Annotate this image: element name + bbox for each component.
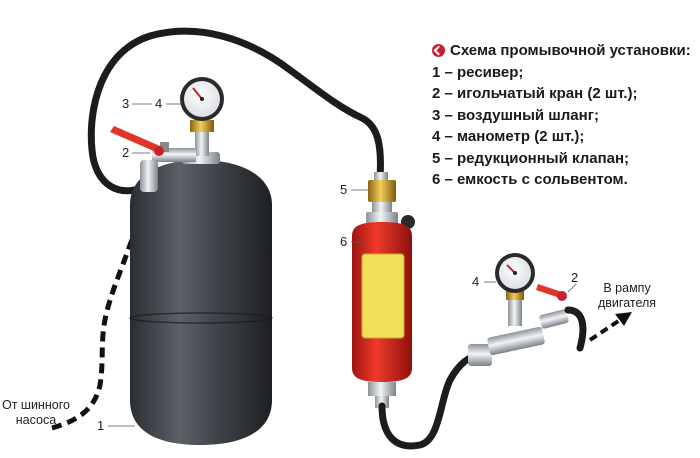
source-note-line2: насоса (15, 413, 57, 427)
engine-line (588, 318, 622, 342)
legend-item-2: 2 – игольчатый кран (2 шт.); (432, 85, 638, 102)
callout-valve-left: 2 (122, 145, 130, 160)
legend-item-1: 1 – ресивер; (432, 63, 524, 81)
receiver-tank (129, 152, 273, 445)
legend-title: Схема промывочной установки: (450, 42, 691, 59)
callout-reducer: 5 (340, 182, 348, 197)
source-note-line1: От шинного (2, 398, 70, 412)
legend-item-5: 5 – редукционный клапан; (432, 149, 630, 167)
air-hose (87, 27, 384, 195)
callout-solvent-tank: 6 (340, 234, 348, 249)
callout-air-hose: 3 (122, 96, 130, 111)
callout-valve-right: 2 (571, 270, 579, 285)
right-assembly (468, 296, 587, 366)
callout-gauge-left: 4 (155, 96, 163, 111)
legend-title-row: Схема промывочной установки: (432, 40, 691, 62)
legend: Схема промывочной установки: 1 – ресивер… (432, 40, 691, 191)
destination-note-line1: В рампу (603, 281, 651, 295)
destination-note: В рампу двигателя (598, 281, 656, 311)
arrow-icon (615, 312, 632, 326)
valve-left (110, 126, 196, 192)
destination-note-line2: двигателя (598, 296, 657, 310)
callout-gauge-right: 4 (472, 274, 480, 289)
callout-receiver: 1 (97, 418, 105, 433)
legend-item-4: 4 – манометр (2 шт.); (432, 128, 585, 145)
solvent-hose (378, 351, 484, 450)
gauge-left (180, 77, 224, 156)
bullet-icon (432, 44, 445, 58)
valve-right (536, 284, 567, 301)
source-note: От шинного насоса (2, 398, 70, 428)
solvent-canister (352, 212, 415, 408)
legend-item-3: 3 – воздушный шланг; (432, 106, 599, 124)
reducer-valve (368, 172, 396, 212)
gauge-right (495, 253, 535, 300)
leader-lines (108, 103, 577, 427)
legend-item-6: 6 – емкость с сольвентом. (432, 171, 628, 188)
